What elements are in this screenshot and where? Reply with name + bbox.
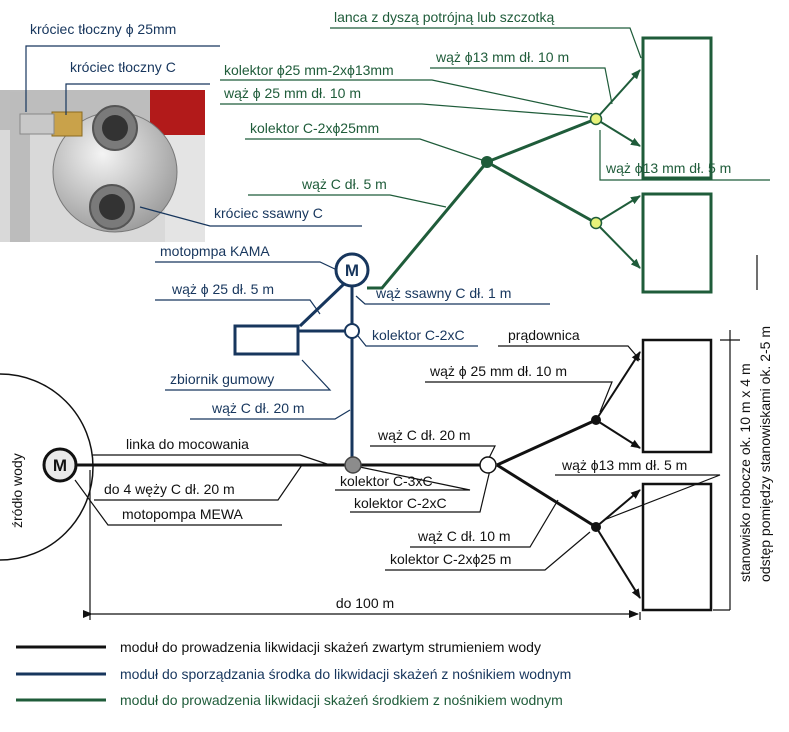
label-blue-hose-c-20: wąż C dł. 20 m	[211, 400, 305, 416]
label-collector-25-2x13: kolektor ϕ25 mm-2xϕ13mm	[224, 62, 394, 78]
blue-module-lines	[155, 261, 550, 458]
label-black-hose-c-10: wąż C dł. 10 m	[417, 528, 511, 544]
black-collector-3xc-node	[344, 456, 362, 474]
green-module-lines	[220, 27, 770, 294]
kama-pump-letter: M	[345, 261, 359, 280]
label-suction-c: króciec ssawny C	[214, 205, 323, 221]
label-black-hose13-5: wąż ϕ13 mm dł. 5 m	[561, 457, 687, 473]
legend-text-black: moduł do prowadzenia likwidacji skażeń z…	[120, 639, 541, 655]
black-collector-2xc-node	[479, 456, 497, 474]
legend-text-blue: moduł do sporządzania środka do likwidac…	[120, 666, 571, 682]
label-distance: do 100 m	[336, 595, 394, 611]
green-split-node-bottom	[589, 216, 603, 230]
black-split-node-top	[591, 415, 601, 425]
label-discharge-25: króciec tłoczny ϕ 25mm	[30, 21, 176, 37]
legend-text-green: moduł do prowadzenia likwidacji skażeń ś…	[120, 692, 563, 708]
black-module-lines	[0, 255, 758, 620]
pump-photo	[0, 90, 205, 242]
blue-collector-node	[344, 323, 360, 339]
mewa-pump-letter: M	[53, 456, 67, 475]
label-workstation-size: stanowisko robocze ok. 10 m x 4 m	[737, 363, 753, 582]
label-water-source: źródło wody	[9, 453, 25, 528]
legend: moduł do prowadzenia likwidacji skażeń z…	[16, 639, 571, 708]
black-split-node-bottom	[591, 522, 601, 532]
label-black-hose-c-20: wąż C dł. 20 m	[377, 427, 471, 443]
green-collector-node	[481, 156, 493, 168]
label-green-hose13-5: wąż ϕ13 mm dł. 5 m	[605, 160, 731, 176]
label-nozzle: lanca z dyszą potrójną lub szczotką	[334, 9, 554, 25]
label-discharge-c: króciec tłoczny C	[70, 59, 176, 75]
label-collector-c-2x25-green: kolektor C-2xϕ25mm	[250, 120, 379, 136]
photo-labels	[25, 45, 362, 227]
label-mount-line: linka do mocowania	[126, 436, 249, 452]
green-split-node-top	[589, 112, 603, 126]
label-black-hose25-10: wąż ϕ 25 mm dł. 10 m	[429, 363, 567, 379]
mewa-pump: M	[42, 447, 78, 483]
label-collector-c-3xc: kolektor C-3xC	[340, 473, 433, 489]
label-kama: motopmpa KAMA	[160, 243, 270, 259]
label-mewa: motopompa MEWA	[122, 506, 244, 522]
label-up-to-4: do 4 węży C dł. 20 m	[104, 481, 235, 497]
label-black-collector-c-2x25: kolektor C-2xϕ25 m	[390, 551, 511, 567]
kama-pump: M	[334, 252, 370, 288]
label-suction-hose: wąż ssawny C dł. 1 m	[375, 285, 511, 301]
label-workstation-spacing: odstęp pomiędzy stanowiskami ok. 2-5 m	[757, 326, 773, 582]
label-tank: zbiornik gumowy	[170, 371, 274, 387]
label-green-hose13-10: wąż ϕ13 mm dł. 10 m	[435, 49, 569, 65]
label-green-hose-c-5: wąż C dł. 5 m	[301, 176, 387, 192]
label-blue-collector-c-2xc: kolektor C-2xC	[372, 327, 465, 343]
label-blue-hose25-5: wąż ϕ 25 dł. 5 m	[171, 281, 274, 297]
label-generator: prądownica	[508, 327, 580, 343]
label-green-hose25-10: wąż ϕ 25 mm dł. 10 m	[223, 85, 361, 101]
label-black-collector-c-2xc: kolektor C-2xC	[354, 495, 447, 511]
